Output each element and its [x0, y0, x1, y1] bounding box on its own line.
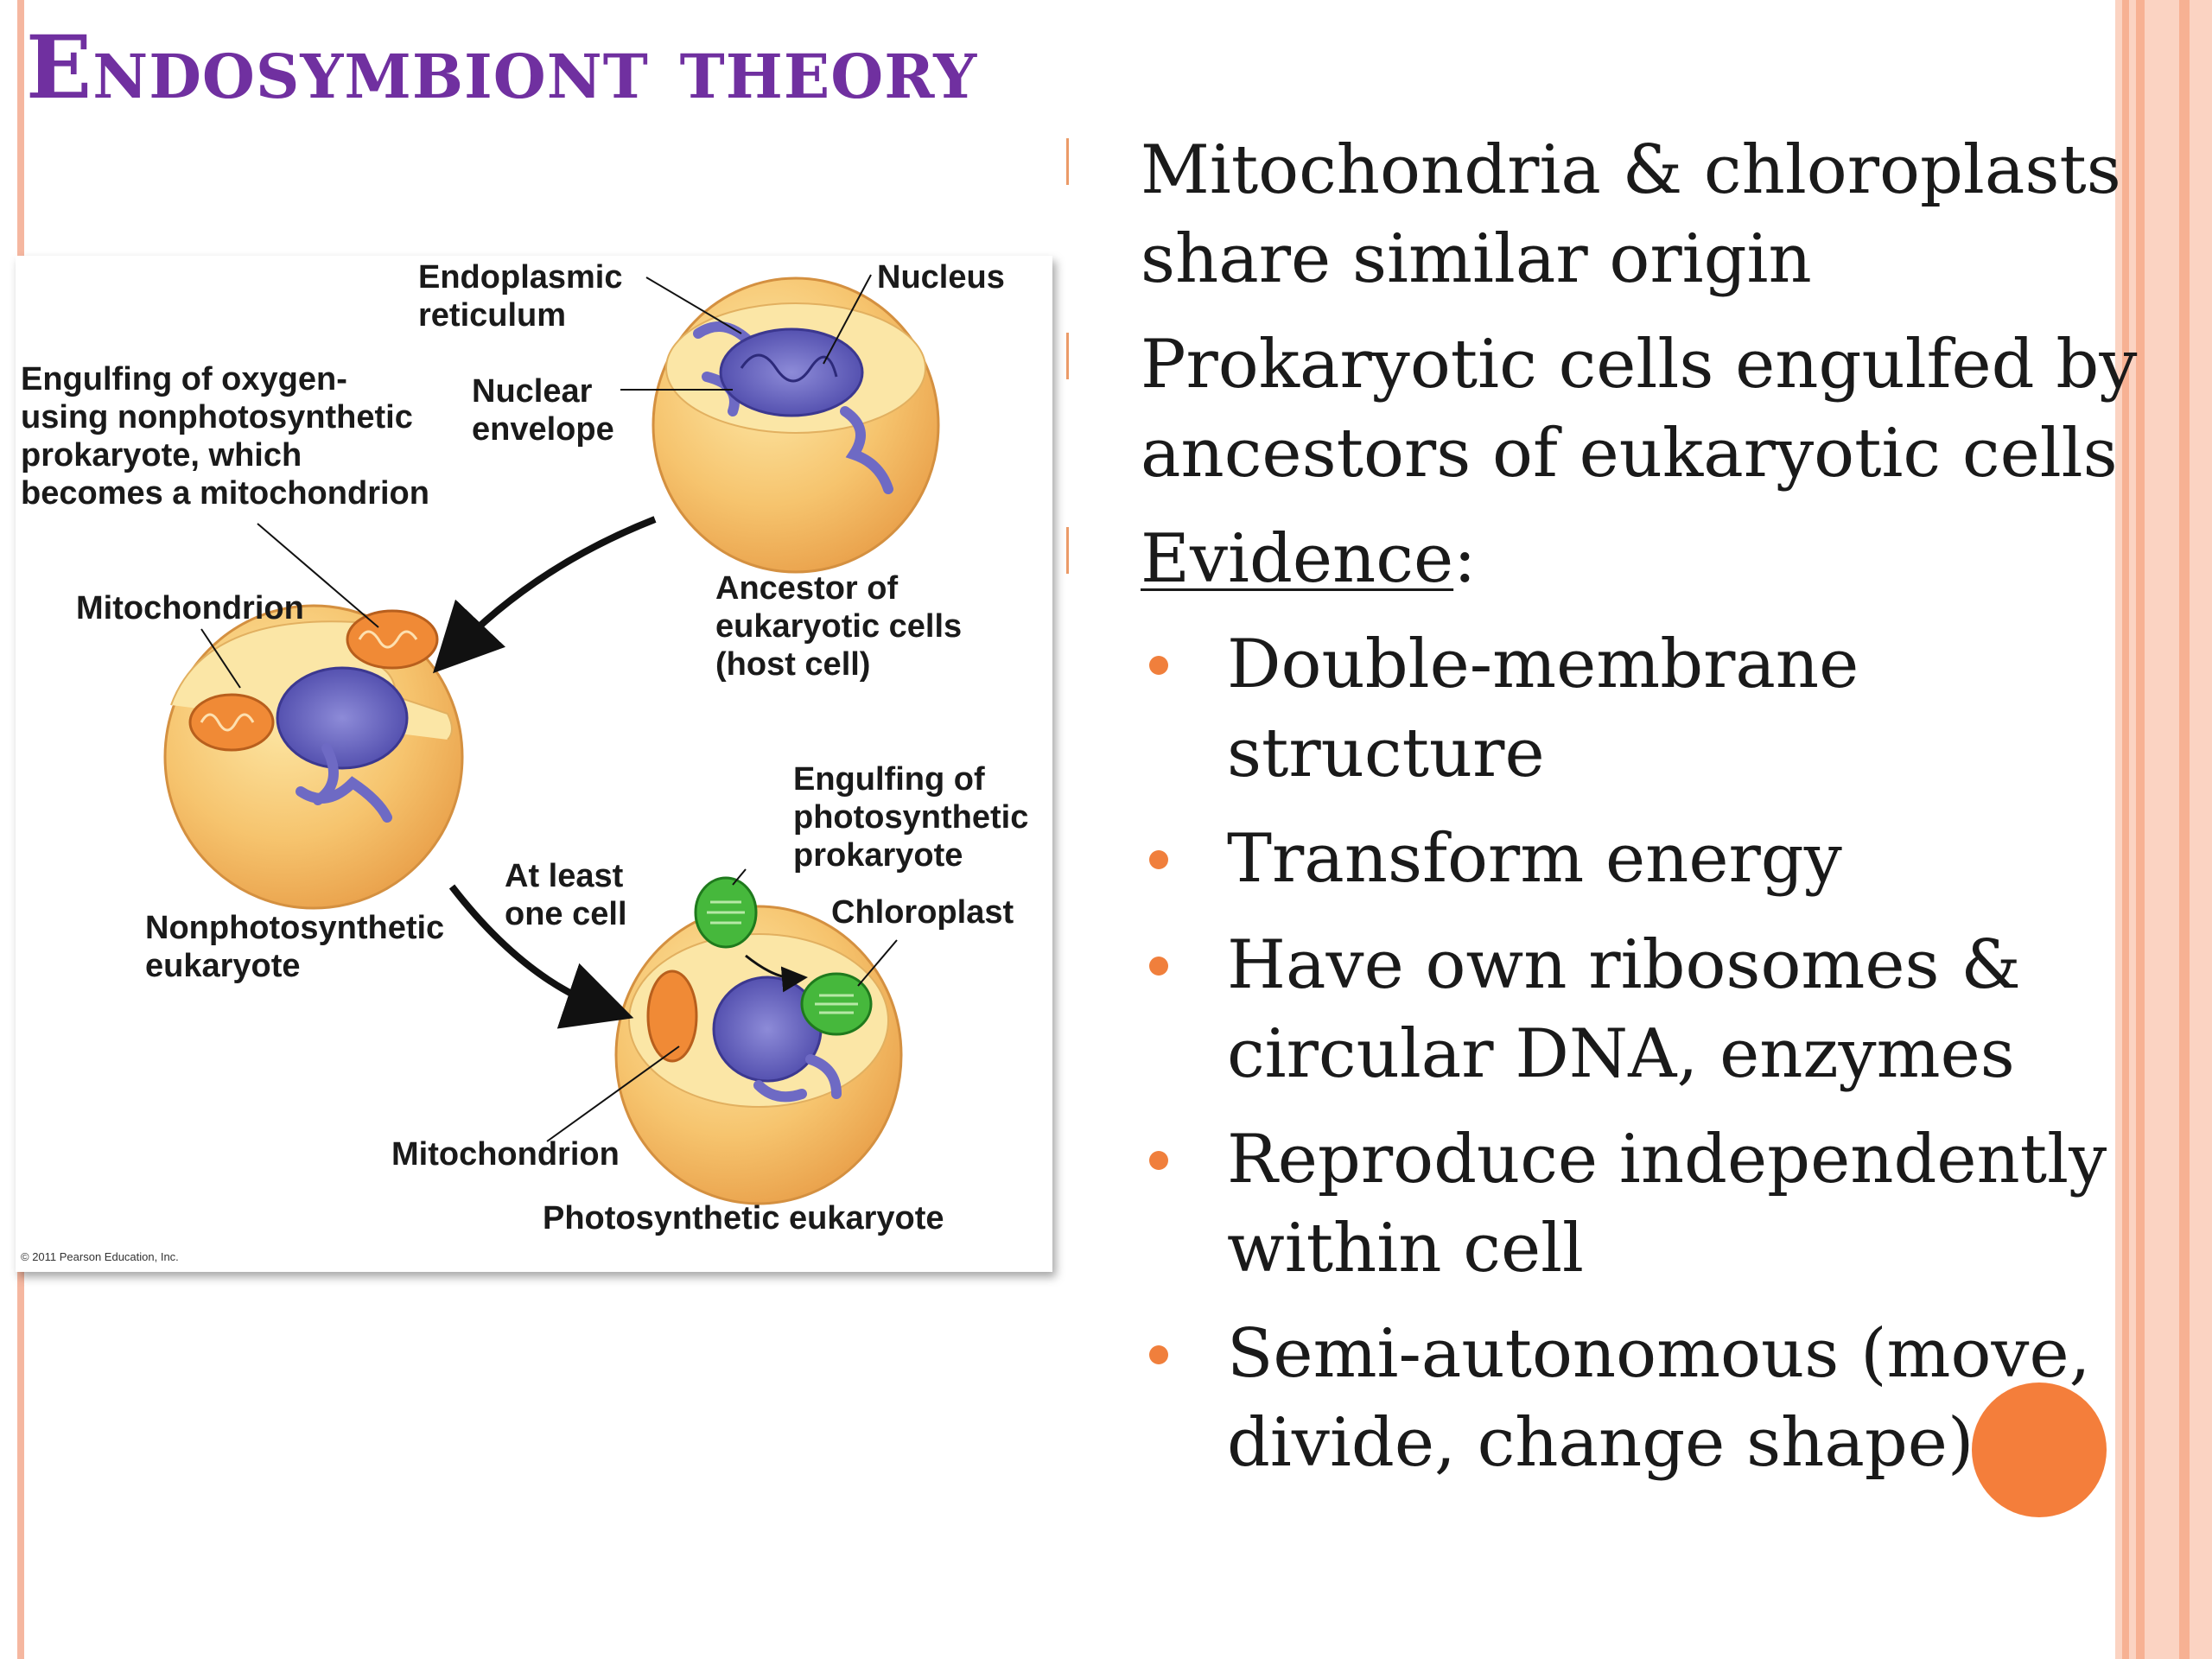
right-band-stripe: [2122, 0, 2129, 1659]
label-ancestor-line3: (host cell): [715, 646, 870, 683]
evidence-heading: Evidence:: [1141, 515, 1476, 604]
label-engulf-photo-line2: photosynthetic: [793, 799, 1028, 836]
evidence-label: Evidence: [1141, 520, 1454, 598]
bullet-dot-icon: [1149, 1151, 1168, 1170]
evidence-text-line: Transform energy: [1227, 820, 1842, 898]
label-nucleus: Nucleus: [877, 259, 1005, 296]
floating-mitochondrion: [346, 609, 439, 670]
slide-title: Endosymbiont theory: [26, 16, 978, 118]
bullet-dot-icon: [1149, 957, 1168, 976]
bullet-dot-icon: [1149, 850, 1168, 869]
label-ancestor-line2: eukaryotic cells: [715, 608, 962, 645]
right-band-stripe: [2136, 0, 2145, 1659]
evidence-text-line: Double-membrane: [1227, 626, 1859, 703]
slide-nav-circle[interactable]: [1972, 1382, 2107, 1517]
evidence-colon: :: [1453, 520, 1477, 598]
label-chloroplast: Chloroplast: [831, 894, 1014, 931]
photosynthetic-prokaryote: [694, 876, 758, 949]
label-engulf-photo-line1: Engulfing of: [793, 761, 985, 798]
figure-credit: © 2011 Pearson Education, Inc.: [21, 1250, 179, 1263]
label-nonphotosynthetic-line2: eukaryote: [145, 948, 301, 984]
photosynthetic-eukaryote-cell: [614, 905, 903, 1205]
bullet-marker: [1066, 333, 1069, 379]
evidence-text-line: Have own ribosomes &: [1227, 926, 2021, 1004]
bullet-marker: [1066, 138, 1069, 185]
label-nuclear-envelope-line1: Nuclear: [472, 373, 593, 410]
label-mitochondrion-bottom: Mitochondrion: [391, 1136, 620, 1173]
label-er-line1: Endoplasmic: [418, 259, 623, 296]
label-photosynthetic-eukaryote: Photosynthetic eukaryote: [543, 1200, 944, 1236]
evidence-text-line: within cell: [1227, 1210, 1585, 1287]
evidence-text-line: Semi-autonomous (move,: [1227, 1315, 2091, 1393]
host-cell: [652, 276, 940, 574]
bullet-dot-icon: [1149, 656, 1168, 675]
label-nuclear-envelope-line2: envelope: [472, 411, 614, 448]
right-decorative-band: [2115, 0, 2212, 1659]
bullet-text-line: Mitochondria & chloroplasts: [1141, 131, 2121, 209]
label-engulf-oxygen-line1: Engulfing of oxygen-: [21, 361, 347, 397]
label-engulf-oxygen-line4: becomes a mitochondrion: [21, 475, 429, 512]
evidence-text-line: divide, change shape): [1227, 1404, 1974, 1482]
bullet-marker: [1066, 527, 1069, 574]
evidence-text-line: structure: [1227, 715, 1545, 792]
endosymbiosis-diagram: Endoplasmic reticulum Nucleus Engulfing …: [16, 256, 1052, 1272]
mitochondrion-icon: [646, 969, 698, 1063]
label-mitochondrion-top: Mitochondrion: [76, 590, 304, 626]
bullet-text-line: Prokaryotic cells engulfed by: [1141, 326, 2138, 404]
leader-lines: [200, 274, 898, 1142]
label-nonphotosynthetic-line1: Nonphotosynthetic: [145, 910, 444, 946]
label-engulf-oxygen-line2: using nonphotosynthetic: [21, 399, 413, 435]
bullet-text-line: share similar origin: [1141, 220, 1812, 298]
arrow-chloroplast-uptake: [745, 954, 808, 993]
bullet-text-line: ancestors of eukaryotic cells: [1141, 415, 2118, 493]
evidence-text-line: circular DNA, enzymes: [1227, 1015, 2015, 1093]
label-at-least-line1: At least: [505, 858, 624, 894]
evidence-text-line: Reproduce independently: [1227, 1121, 2107, 1198]
mitochondrion-icon: [188, 693, 275, 752]
label-engulf-oxygen-line3: prokaryote, which: [21, 437, 302, 474]
label-er-line2: reticulum: [418, 297, 566, 334]
label-ancestor-line1: Ancestor of: [715, 570, 898, 607]
diagram-canvas: Endoplasmic reticulum Nucleus Engulfing …: [21, 259, 1028, 1263]
label-at-least-line2: one cell: [505, 896, 627, 932]
label-engulf-photo-line3: prokaryote: [793, 837, 963, 874]
right-band-stripe: [2179, 0, 2190, 1659]
bullet-dot-icon: [1149, 1345, 1168, 1364]
arrow-to-nonphotosynthetic: [432, 516, 657, 674]
arrow-to-photosynthetic: [448, 884, 634, 1029]
